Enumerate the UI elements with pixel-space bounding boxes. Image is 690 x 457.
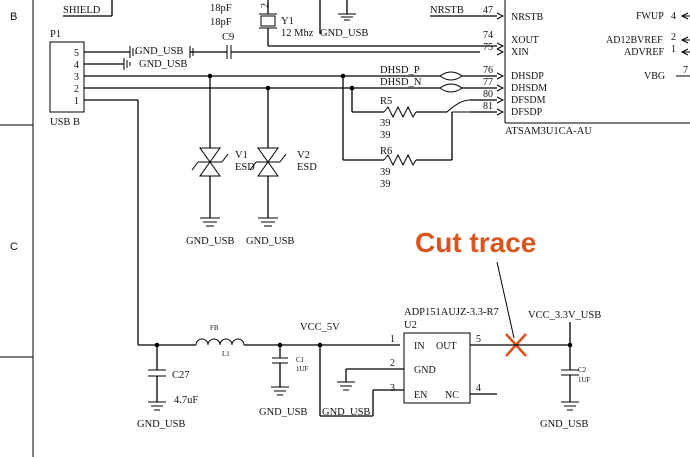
crystal-body — [260, 15, 276, 27]
connector-pin-2: 2 — [74, 84, 79, 95]
mcu-pin-47-num: 47 — [483, 5, 493, 16]
cap-c1-value: 1UF — [296, 365, 309, 373]
reg-pin-1-name: IN — [414, 341, 425, 352]
mcu-ref: ATSAM3U1CA-AU — [505, 126, 592, 137]
crystal-freq: 12 Mhz — [281, 28, 314, 39]
esd-v1-ref: V1 — [235, 150, 248, 161]
resistor-r6-value: 39 — [380, 167, 391, 178]
esd-v2-ref: V2 — [297, 150, 310, 161]
gnd-label-c1: GND_USB — [259, 407, 307, 418]
connector-pin-4: 4 — [74, 60, 79, 71]
gnd-label-p1-pin5: GND_USB — [135, 46, 183, 57]
cap-c2-ref: C2 — [578, 366, 587, 374]
reg-pin-1-num: 1 — [390, 334, 395, 345]
resistor-r6-ref: R6 — [380, 146, 392, 157]
sheet-border: B C — [0, 0, 34, 457]
reg-pin-4-num: 4 — [476, 383, 481, 394]
mcu-pin-81-num: 81 — [483, 101, 493, 112]
gnd-label-crystal: GND_USB — [320, 28, 368, 39]
mcu-pin-75-num: 75 — [483, 42, 493, 53]
regulator-body — [403, 332, 471, 404]
crystal-ref: Y1 — [281, 16, 294, 27]
cap-c9-ref: C9 — [222, 32, 234, 43]
mcu-pin-advref-name: ADVREF — [624, 47, 664, 58]
reg-pin-3-num: 3 — [390, 383, 395, 394]
regulator-part: ADP151AUJZ-3.3-R7 — [404, 307, 499, 318]
vcc33-net-label: VCC_3.3V_USB — [528, 310, 601, 321]
crystal-pin-2: 2 — [260, 3, 271, 8]
reg-pin-4-name: NC — [445, 390, 459, 401]
cut-trace-label: Cut trace — [415, 227, 536, 258]
mcu-pin-vbg-num: 7 — [683, 65, 688, 76]
vcc5v-net-label: VCC_5V — [300, 322, 340, 333]
gnd-label-c27: GND_USB — [137, 419, 185, 430]
connector-pin-1: 1 — [74, 96, 79, 107]
ferrite-ref: FB — [210, 324, 219, 332]
mcu-pin-fwup-name: FWUP — [636, 11, 664, 22]
connector-pin-3: 3 — [74, 72, 79, 83]
zone-label-b: B — [10, 11, 17, 23]
mcu-pin-74-num: 74 — [483, 30, 493, 41]
crystal-cap-value-2: 18pF — [210, 17, 232, 28]
power-section: FB L1 C27 4.7uF GND_USB C1 1UF GND_USB V… — [137, 322, 404, 430]
gnd-label-v1: GND_USB — [186, 236, 234, 247]
gnd-label-v2: GND_USB — [246, 236, 294, 247]
gnd-label-p1-pin4: GND_USB — [139, 59, 187, 70]
resistor-r5-value2: 39 — [380, 130, 391, 141]
resistor-r5-value: 39 — [380, 118, 391, 129]
resistor-r6-value2: 39 — [380, 179, 391, 190]
connector-value: USB B — [50, 117, 80, 128]
mcu-pin-ad12bvref-num: 2 — [671, 32, 676, 43]
mcu-pin-80-name: DFSDM — [511, 95, 546, 106]
mcu-pin-vbg-name: VBG — [644, 71, 665, 82]
gnd-label-c2: GND_USB — [540, 419, 588, 430]
connector-body — [49, 41, 85, 113]
mcu-pin-77-name: DHSDM — [511, 83, 547, 94]
resistor-r5-ref: R5 — [380, 96, 392, 107]
mcu-pin-76-name: DHSDP — [511, 71, 544, 82]
mcu-pin-advref-num: 1 — [671, 44, 676, 55]
reg-pin-5-num: 5 — [476, 334, 481, 345]
regulator-u2: ADP151AUJZ-3.3-R7 U2 1 IN 2 GND 3 EN 5 O… — [322, 307, 601, 430]
connector-wires: GND_USB GND_USB — [84, 46, 440, 345]
usb-data-lines: DHSD_P DHSD_N R5 39 39 R6 39 39 — [207, 65, 497, 190]
mcu-pin-47-name: NRSTB — [511, 12, 544, 23]
mcu-pin-80-num: 80 — [483, 89, 493, 100]
dhsd-p-net-label: DHSD_P — [380, 65, 420, 76]
dhsd-n-net-label: DHSD_N — [380, 77, 422, 88]
ferrite-value: L1 — [222, 350, 230, 358]
mcu-pin-75-name: XIN — [511, 47, 529, 58]
esd-v1-value: ESD — [235, 162, 255, 173]
cap-c2-value: 1UF — [578, 376, 591, 384]
mcu-block: ATSAM3U1CA-AU NRSTB 47 NRSTB 74 XOUT 75 … — [430, 0, 690, 137]
cap-c27-ref: C27 — [172, 370, 190, 381]
connector-ref: P1 — [50, 29, 61, 40]
reg-pin-2-num: 2 — [390, 358, 395, 369]
reg-pin-2-name: GND — [414, 365, 436, 376]
nrstb-net-label: NRSTB — [430, 5, 464, 16]
mcu-pin-74-name: XOUT — [511, 35, 539, 46]
connector-p1: SHIELD P1 USB B 5 4 3 2 1 — [49, 0, 113, 128]
zone-label-c: C — [10, 241, 18, 253]
crystal-cap-value-1: 18pF — [210, 3, 232, 14]
shield-net-label: SHIELD — [63, 5, 101, 16]
regulator-ref: U2 — [404, 320, 417, 331]
esd-v2-value: ESD — [297, 162, 317, 173]
cap-c27-value: 4.7uF — [174, 395, 198, 406]
mcu-pin-77-num: 77 — [483, 77, 493, 88]
mcu-pin-fwup-num: 4 — [671, 11, 676, 22]
esd-diodes: V1 ESD GND_USB V2 ESD GND_USB — [186, 76, 317, 247]
connector-pin-5: 5 — [74, 48, 79, 59]
mcu-pin-81-name: DFSDP — [511, 107, 543, 118]
gnd-label-u2: GND_USB — [322, 407, 370, 418]
mcu-pin-ad12bvref-name: AD12BVREF — [606, 35, 663, 46]
cap-c1-ref: C1 — [296, 356, 305, 364]
reg-pin-3-name: EN — [414, 390, 427, 401]
mcu-pin-76-num: 76 — [483, 65, 493, 76]
reg-pin-5-name: OUT — [436, 341, 457, 352]
crystal-y1: 18pF 18pF 2 Y1 12 Mhz GND_USB C9 — [189, 0, 480, 59]
